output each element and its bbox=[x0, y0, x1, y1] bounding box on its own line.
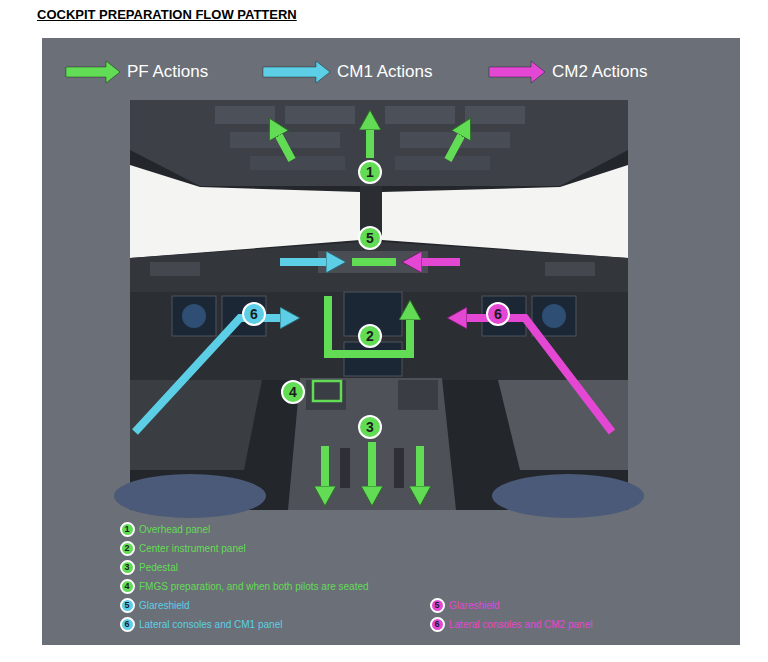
right-windshield bbox=[382, 165, 628, 258]
callout-number: 6 bbox=[124, 620, 129, 629]
right-seat bbox=[492, 474, 644, 518]
legend-description: Glareshield bbox=[139, 600, 190, 611]
legend-arrow bbox=[262, 60, 332, 84]
mcdu bbox=[398, 380, 438, 410]
callout-circle: 6 bbox=[242, 302, 266, 326]
flow-arrow bbox=[366, 128, 374, 158]
left-windshield bbox=[130, 165, 360, 258]
legend-arrow-shape bbox=[489, 61, 545, 83]
fmgs-box bbox=[313, 381, 341, 401]
callout-circle: 6 bbox=[486, 302, 510, 326]
flow-arrow bbox=[416, 446, 424, 488]
legend-text: CM2 Actions bbox=[552, 62, 647, 82]
callout-number: 4 bbox=[124, 582, 129, 591]
glareshield bbox=[130, 242, 628, 292]
legend-description: Lateral consoles and CM2 panel bbox=[449, 619, 592, 630]
flow-arrow bbox=[278, 134, 292, 160]
legend-arrow bbox=[65, 60, 122, 84]
flow-arrow bbox=[328, 296, 410, 354]
legend-description: Pedestal bbox=[139, 562, 178, 573]
callout-number: 1 bbox=[366, 165, 374, 179]
callout-circle: 5 bbox=[430, 598, 445, 613]
callout-circle: 4 bbox=[281, 380, 305, 404]
callout-circle: 6 bbox=[120, 617, 135, 632]
callout-number: 1 bbox=[124, 525, 129, 534]
efis-panel bbox=[545, 262, 595, 276]
display-image bbox=[542, 304, 566, 328]
callout-number: 6 bbox=[250, 307, 258, 321]
left-console bbox=[130, 380, 262, 470]
thrust-lever bbox=[340, 448, 350, 488]
callout-number: 4 bbox=[289, 385, 297, 399]
pedestal bbox=[288, 378, 456, 510]
legend-text: PF Actions bbox=[127, 62, 208, 82]
cm2-arrow bbox=[465, 318, 612, 432]
grey-panel bbox=[42, 38, 740, 645]
legend-arrow-shape bbox=[66, 61, 120, 83]
overhead-module bbox=[385, 106, 455, 124]
callout-number: 6 bbox=[434, 620, 439, 629]
callout-circle: 4 bbox=[120, 579, 135, 594]
callout-number: 3 bbox=[366, 420, 374, 434]
efis-panel bbox=[150, 262, 200, 276]
callout-circle: 3 bbox=[358, 415, 382, 439]
legend-arrow bbox=[488, 60, 547, 84]
photo-ground bbox=[130, 100, 628, 510]
callout-circle: 5 bbox=[120, 598, 135, 613]
instrument-panel bbox=[130, 292, 628, 380]
flow-arrow bbox=[321, 446, 329, 488]
overhead-module bbox=[395, 156, 490, 170]
flow-arrow bbox=[368, 442, 376, 488]
callout-circle: 2 bbox=[120, 541, 135, 556]
legend-arrow-shape bbox=[263, 61, 330, 83]
mcdu bbox=[306, 380, 346, 410]
flow-arrow bbox=[448, 134, 462, 160]
callout-circle: 5 bbox=[358, 226, 382, 250]
overhead-module bbox=[215, 106, 275, 124]
callout-number: 2 bbox=[366, 329, 374, 343]
pf-arrows bbox=[278, 128, 462, 488]
legend-text: CM1 Actions bbox=[337, 62, 432, 82]
legend-description: Lateral consoles and CM1 panel bbox=[139, 619, 282, 630]
callout-circle: 1 bbox=[120, 522, 135, 537]
left-seat bbox=[114, 474, 266, 518]
overhead-module bbox=[285, 106, 355, 124]
glareshield-bar bbox=[352, 258, 396, 266]
callout-number: 5 bbox=[434, 601, 439, 610]
display-unit bbox=[172, 296, 216, 336]
overhead-module bbox=[465, 106, 525, 124]
callout-number: 5 bbox=[366, 231, 374, 245]
cm1-arrow bbox=[280, 258, 328, 266]
overhead-module bbox=[250, 156, 345, 170]
overhead-panel bbox=[130, 100, 628, 186]
legend-description: Overhead panel bbox=[139, 524, 210, 535]
callout-circle: 1 bbox=[358, 160, 382, 184]
diagram-title: COCKPIT PREPARATION FLOW PATTERN bbox=[37, 7, 297, 22]
callout-number: 5 bbox=[124, 601, 129, 610]
callout-circle: 2 bbox=[358, 324, 382, 348]
callout-circle: 6 bbox=[430, 617, 445, 632]
thrust-lever bbox=[394, 448, 404, 488]
legend-description: Center instrument panel bbox=[139, 543, 246, 554]
callout-number: 2 bbox=[124, 544, 129, 553]
callout-number: 6 bbox=[494, 307, 502, 321]
legend-description: FMGS preparation, and when both pilots a… bbox=[139, 581, 369, 592]
callout-circle: 3 bbox=[120, 560, 135, 575]
fcu bbox=[318, 251, 428, 273]
callout-number: 3 bbox=[124, 563, 129, 572]
legend-description: Glareshield bbox=[449, 600, 500, 611]
cm2-arrow bbox=[420, 258, 460, 266]
cm1-arrow bbox=[135, 318, 282, 432]
display-image bbox=[182, 304, 206, 328]
